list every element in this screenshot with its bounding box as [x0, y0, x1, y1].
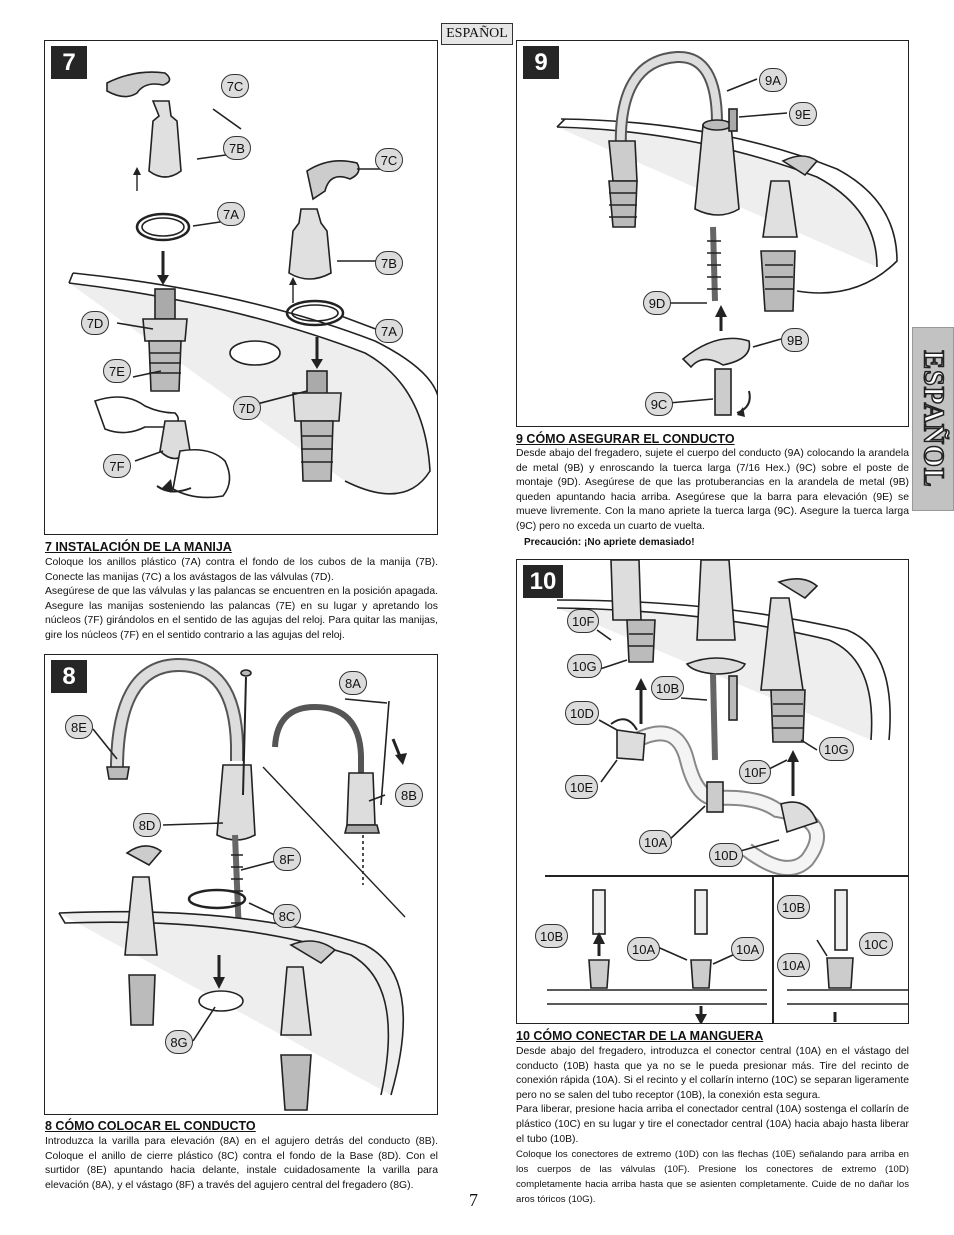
callout-7d-right: 7D — [233, 396, 261, 420]
step-9-caution: Precaución: ¡No apriete demasiado! — [524, 537, 695, 548]
step-8-paragraph-1: Introduzca la varilla para elevación (8A… — [45, 1136, 438, 1191]
callout-8a: 8A — [339, 671, 367, 695]
side-tab-label: ESPAÑOL — [917, 350, 950, 489]
callout-10g-left: 10G — [567, 654, 602, 678]
step-8-illustration — [58, 657, 407, 1111]
step-10-title: 10 CÓMO CONECTAR DE LA MANGUERA — [516, 1029, 764, 1043]
step-7-illustration — [68, 71, 437, 499]
callout-7c-upper: 7C — [221, 74, 249, 98]
language-tag: ESPAÑOL — [441, 23, 513, 45]
step-10-figure: 10 10F 10G 10B 10D 10G 10F 10E 10A 10D 1… — [516, 559, 909, 1024]
callout-8f: 8F — [273, 847, 301, 871]
callout-7c-right: 7C — [375, 148, 403, 172]
callout-7b-upper: 7B — [223, 136, 251, 160]
callout-8b: 8B — [395, 783, 423, 807]
callout-9c: 9C — [645, 392, 673, 416]
step-8-title: 8 CÓMO COLOCAR EL CONDUCTO — [45, 1119, 256, 1133]
callout-8e: 8E — [65, 715, 93, 739]
step-9-number: 9 — [523, 46, 559, 79]
step-9-paragraph-1: Desde abajo del fregadero, sujete el cue… — [516, 448, 909, 532]
callout-9a: 9A — [759, 68, 787, 92]
callout-10g-right: 10G — [819, 737, 854, 761]
step-9-illustration — [556, 51, 898, 417]
callout-10b-inset-left: 10B — [535, 924, 569, 948]
callout-9d: 9D — [643, 291, 671, 315]
step-10-paragraph-2: Para liberar, presione hacia arriba el c… — [516, 1104, 909, 1145]
step-7-paragraph-1: Coloque los anillos plástico (7A) contra… — [45, 557, 438, 583]
callout-10d-top: 10D — [565, 701, 599, 725]
step-7-text: Coloque los anillos plástico (7A) contra… — [45, 556, 438, 644]
step-7-title: 7 INSTALACIÓN DE LA MANIJA — [45, 540, 232, 554]
callout-7b-right: 7B — [375, 251, 403, 275]
callout-10b-inset-right: 10B — [777, 895, 811, 919]
callout-10c: 10C — [859, 932, 893, 956]
callout-9e: 9E — [789, 102, 817, 126]
callout-8d: 8D — [133, 813, 161, 837]
side-language-tab: ESPAÑOL — [912, 327, 954, 511]
callout-7f: 7F — [103, 454, 131, 478]
callout-7e: 7E — [103, 359, 131, 383]
step-7-number: 7 — [51, 46, 87, 79]
step-9-title: 9 CÓMO ASEGURAR EL CONDUCTO — [516, 432, 735, 446]
callout-8c: 8C — [273, 904, 301, 928]
callout-7a-upper: 7A — [217, 202, 245, 226]
step-10-text: Desde abajo del fregadero, introduzca el… — [516, 1045, 909, 1207]
step-7-figure: 7 7C 7B 7A 7C 7B 7A 7D 7E 7D 7F — [44, 40, 438, 535]
step-10-paragraph-3: Coloque los conectores de extremo (10D) … — [516, 1149, 909, 1206]
step-8-figure: 8 8A 8E 8B 8D 8F 8C 8G — [44, 654, 438, 1115]
callout-10b-top: 10B — [651, 676, 685, 700]
callout-8g: 8G — [165, 1030, 193, 1054]
callout-10a-inset-right: 10A — [777, 953, 811, 977]
page-number: 7 — [469, 1190, 478, 1210]
callout-7d-left: 7D — [81, 311, 109, 335]
step-10-paragraph-1: Desde abajo del fregadero, introduzca el… — [516, 1046, 909, 1101]
callout-10a-main: 10A — [639, 830, 673, 854]
callout-7a-right: 7A — [375, 319, 403, 343]
step-8-text: Introduzca la varilla para elevación (8A… — [45, 1135, 438, 1193]
step-9-text: Desde abajo del fregadero, sujete el cue… — [516, 447, 909, 535]
callout-10f-left: 10F — [567, 609, 600, 633]
callout-10e: 10E — [565, 775, 599, 799]
callout-10d-bottom: 10D — [709, 843, 743, 867]
step-10-illustration — [545, 560, 908, 1023]
step-9-figure: 9 9A 9E 9D 9B 9C — [516, 40, 909, 427]
step-7-paragraph-2: Asegúrese de que las válvulas y las pala… — [45, 586, 438, 641]
callout-10f-right: 10F — [739, 760, 772, 784]
step-8-number: 8 — [51, 660, 87, 693]
callout-10a-inset-left: 10A — [627, 937, 661, 961]
callout-10a-inset-middle: 10A — [731, 937, 765, 961]
callout-9b: 9B — [781, 328, 809, 352]
step-10-number: 10 — [523, 565, 563, 598]
